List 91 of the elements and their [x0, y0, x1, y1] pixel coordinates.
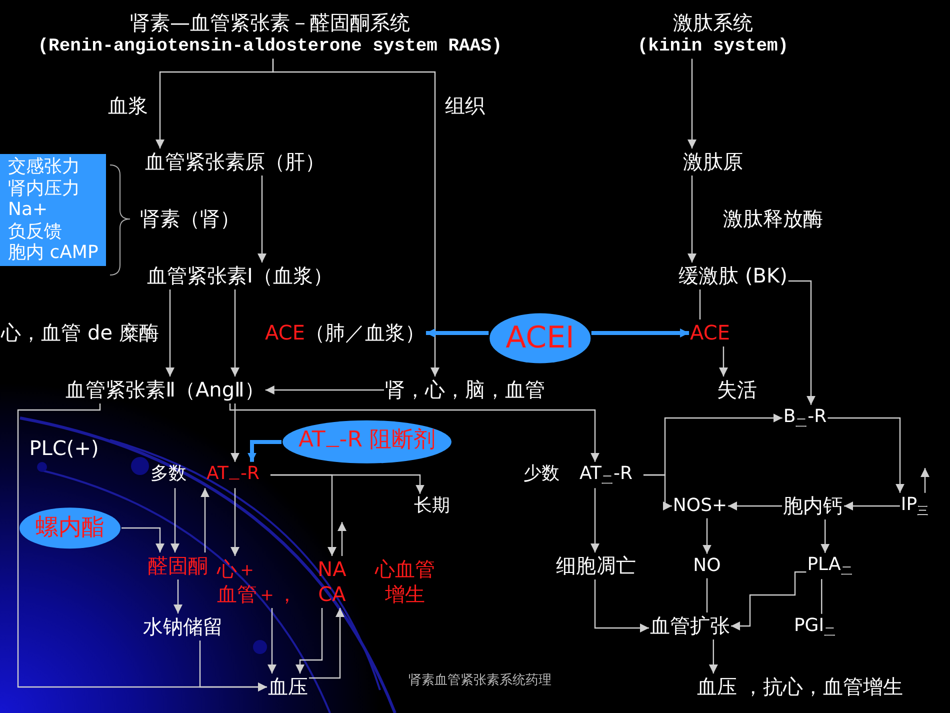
process-label: PGI$_{二}$ [794, 614, 836, 640]
heading: (kinin system) [637, 35, 789, 58]
arrow [688, 176, 696, 262]
annotation-label: 组织 [445, 92, 485, 120]
drug-label: ACEI [506, 320, 574, 356]
arrow [702, 518, 712, 554]
arrow [229, 404, 600, 462]
arrow [920, 468, 930, 493]
arrow [258, 176, 266, 262]
arrow [230, 404, 240, 462]
annotation-label: 激肽释放酶 [723, 206, 823, 232]
arrow [230, 488, 240, 556]
arrow [174, 580, 182, 614]
arrow [728, 502, 782, 510]
process-label: 水钠储留 [143, 614, 223, 640]
arrow [230, 290, 240, 376]
process-label: 长期 [414, 494, 450, 518]
annotation-label: 心，血管 de 糜酶 [1, 320, 159, 346]
process-label: 胞内钙 [783, 494, 843, 518]
arrow [731, 571, 806, 630]
factor-text: 负反馈 [8, 220, 63, 242]
process-label: 肾，心，脑，血管 [385, 378, 545, 402]
arrow [268, 608, 276, 674]
arrow [200, 488, 210, 552]
heading: 肾素—血管紧张素－醛固酮系统 [129, 10, 411, 36]
process-label: 少数 [524, 462, 560, 486]
process-label: 肾素（肾） [140, 206, 240, 232]
arrow [170, 488, 180, 552]
arrow [708, 640, 718, 674]
arrow [122, 527, 164, 552]
arrow [591, 328, 690, 338]
connector-line [706, 578, 708, 612]
receptor-label: AT$_{二}$-R [580, 462, 632, 488]
arrow [688, 58, 696, 148]
effect-label: 血管＋， [217, 582, 298, 607]
arrow [248, 440, 282, 462]
process-label: 血管扩张 [650, 614, 730, 638]
arrow [643, 474, 672, 510]
arrow [788, 280, 816, 405]
connector-line [821, 579, 822, 614]
arrow [844, 502, 900, 510]
process-label: ACE [690, 320, 730, 346]
process-label: 激肽原 [683, 150, 743, 174]
arrow [265, 386, 384, 394]
heading: (Renin-angiotensin-aldosterone system RAAS) [38, 35, 502, 58]
arrow [820, 520, 830, 553]
arrow [594, 580, 649, 632]
connector-line [699, 290, 701, 320]
footer-text: 肾素血管紧张素系统药理 [408, 672, 552, 689]
arrow [718, 346, 728, 376]
arrow [270, 474, 424, 494]
arrow [426, 328, 489, 338]
arrow [338, 522, 346, 556]
arrow [199, 640, 267, 692]
arrow [166, 290, 174, 376]
process-label: 醛固酮 [148, 554, 208, 578]
process-label: 血管紧张素Ⅰ（血浆） [147, 264, 333, 288]
arrow [828, 417, 904, 493]
arrow [272, 58, 440, 376]
process-label: IP$_{三}$ [900, 494, 930, 518]
process-label: 多数 [150, 462, 187, 486]
receptor-label: AT$_{一}$-R [206, 462, 260, 488]
drug-label: AT$_{一}$-R 阻断剂 [298, 427, 436, 452]
process-label: 失活 [717, 378, 757, 402]
process-label: 细胞凋亡 [556, 554, 636, 578]
arrow [309, 608, 344, 679]
arrow [296, 608, 323, 674]
process-label: 血压 [268, 674, 308, 700]
factor-text: 交感张力 [8, 156, 81, 178]
process-label: NO [693, 554, 721, 578]
annotation-label: PLC(+) [29, 436, 99, 460]
factor-text: 胞内 cAMP [8, 242, 98, 264]
arrow [590, 488, 600, 552]
process-label: PLA$_{二}$ [807, 554, 853, 578]
factor-text: Na+ [8, 199, 49, 221]
drug-ellipse [20, 508, 120, 548]
enzyme-label: ACE [265, 320, 305, 344]
process-label: （肺／血浆） [304, 320, 425, 344]
process-label: 缓激肽 (BK) [678, 264, 788, 288]
annotation-label: 血浆 [108, 92, 148, 120]
effect-label: 心＋ [217, 557, 258, 582]
process-label: 血管紧张素原（肝） [145, 150, 325, 174]
drug-label: 螺内酯 [36, 514, 104, 541]
factor-text: 肾内压力 [8, 178, 81, 200]
process-label: 心血管增生 [374, 557, 436, 607]
process-label: NOS+ [672, 494, 728, 518]
process-label: B$_{二}$-R [783, 406, 827, 430]
factor-box [0, 154, 106, 266]
process-label: 血管紧张素Ⅱ（AngⅡ） [66, 378, 264, 402]
heading: 激肽系统 [672, 10, 754, 36]
process-label: 血压 ，抗心，血管增生 [696, 674, 904, 700]
